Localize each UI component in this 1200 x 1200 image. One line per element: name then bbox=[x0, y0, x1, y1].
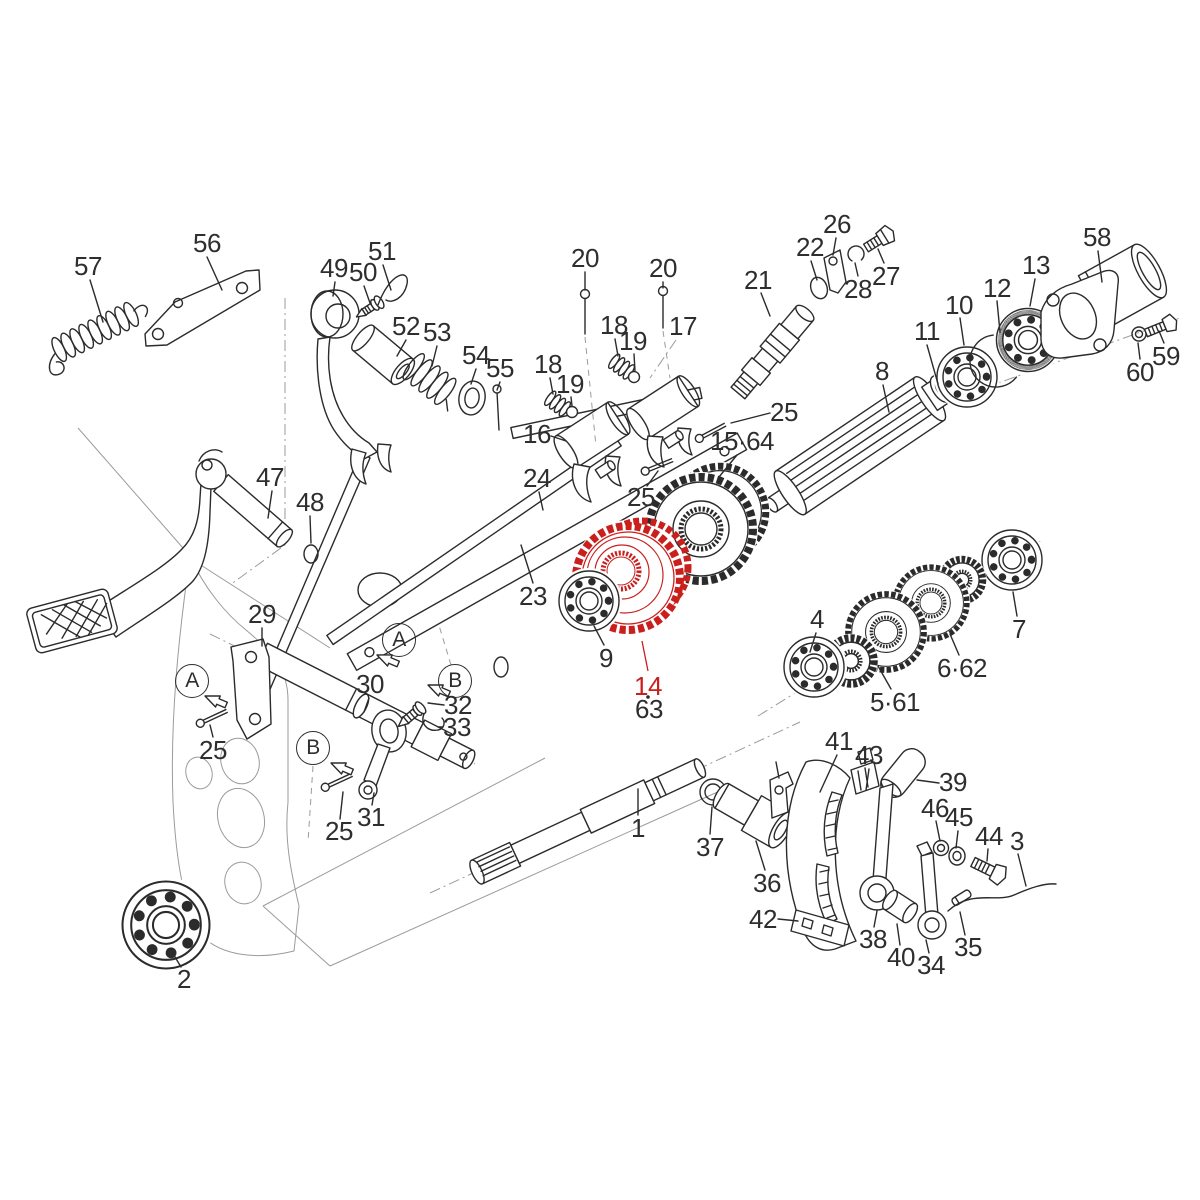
part-label-25-4: 25 bbox=[325, 816, 353, 846]
part-label-38: 38 bbox=[859, 924, 887, 954]
part-label-25-2: 25 bbox=[627, 482, 655, 512]
part-label-16: 16 bbox=[523, 419, 551, 449]
part-label-11: 11 bbox=[914, 316, 941, 346]
ref-letter-A-2: A bbox=[175, 664, 209, 698]
part-label-21: 21 bbox=[744, 265, 772, 295]
part-label-15-64: 15·64 bbox=[710, 426, 775, 456]
part-label-57: 57 bbox=[74, 251, 102, 281]
part-label-4: 4 bbox=[810, 604, 824, 634]
main-shaft-1 bbox=[469, 758, 794, 885]
part-label-18-1: 18 bbox=[534, 349, 562, 379]
part-label-45: 45 bbox=[945, 802, 973, 832]
output-bearing-stack bbox=[929, 243, 1178, 410]
change-pedal bbox=[26, 449, 319, 654]
part-label-58: 58 bbox=[1083, 222, 1111, 252]
part-label-60: 60 bbox=[1126, 357, 1154, 387]
part-label-20-2: 20 bbox=[649, 253, 677, 283]
part-label-28: 28 bbox=[844, 274, 872, 304]
part-label-50: 50 bbox=[349, 257, 377, 287]
part-label-52: 52 bbox=[392, 311, 420, 341]
part-label-14: 14 bbox=[634, 671, 662, 701]
part-label-34: 34 bbox=[917, 950, 945, 980]
part-label-31: 31 bbox=[357, 802, 385, 832]
part-label-9: 9 bbox=[599, 643, 613, 673]
part-label-18-2: 18 bbox=[600, 310, 628, 340]
part-label-47: 47 bbox=[256, 462, 284, 492]
shift-forks bbox=[543, 285, 701, 503]
part-label-27: 27 bbox=[872, 261, 900, 291]
part-label-22: 22 bbox=[796, 232, 824, 262]
part-label-40: 40 bbox=[887, 942, 915, 972]
part-label-37: 37 bbox=[696, 832, 724, 862]
part-label-6-62: 6·62 bbox=[936, 653, 988, 683]
part-label-49: 49 bbox=[320, 253, 348, 283]
part-label-44: 44 bbox=[975, 821, 1003, 851]
part-label-25-3: 25 bbox=[199, 735, 227, 765]
part-label-17: 17 bbox=[669, 311, 697, 341]
part-label-23: 23 bbox=[519, 581, 547, 611]
gearchange-shaft-29 bbox=[230, 638, 476, 800]
part-label-29: 29 bbox=[248, 599, 276, 629]
part-label-20-1: 20 bbox=[571, 243, 599, 273]
ref-letter-B-2: B bbox=[296, 731, 330, 765]
part-label-7: 7 bbox=[1012, 614, 1026, 644]
part-label-10: 10 bbox=[945, 290, 973, 320]
part-label-59: 59 bbox=[1152, 341, 1180, 371]
shift-gate-assembly bbox=[785, 747, 1057, 951]
part-label-26: 26 bbox=[823, 209, 851, 239]
part-label-39: 39 bbox=[939, 767, 967, 797]
spring-57-bracket-56 bbox=[48, 269, 261, 376]
part-label-19-2: 19 bbox=[619, 326, 647, 356]
part-label-12: 12 bbox=[983, 273, 1011, 303]
part-label-36: 36 bbox=[753, 868, 781, 898]
part-label-63: 63 bbox=[635, 694, 663, 724]
selector-shaft-21 bbox=[730, 224, 896, 400]
part-label-41: 41 bbox=[825, 726, 853, 756]
ref-letter-B-1: B bbox=[438, 664, 472, 698]
part-label-19-1: 19 bbox=[556, 369, 584, 399]
part-label-1: 1 bbox=[631, 813, 645, 843]
ref-letter-A-1: A bbox=[382, 623, 416, 657]
part-label-55: 55 bbox=[486, 353, 514, 383]
part-label-33: 33 bbox=[443, 712, 471, 742]
part-label-8: 8 bbox=[875, 356, 889, 386]
part-label-25-1: 25 bbox=[770, 397, 798, 427]
part-label-5-61: 5·61 bbox=[869, 687, 921, 717]
part-label-35: 35 bbox=[954, 932, 982, 962]
part-label-51: 51 bbox=[368, 236, 396, 266]
part-label-53: 53 bbox=[423, 317, 451, 347]
part-label-42: 42 bbox=[749, 904, 777, 934]
part-label-48: 48 bbox=[296, 487, 324, 517]
part-label-46: 46 bbox=[921, 793, 949, 823]
leader-lines bbox=[89, 237, 1165, 968]
part-label-3: 3 bbox=[1010, 826, 1024, 856]
part-label-30: 30 bbox=[356, 669, 384, 699]
part-label-13: 13 bbox=[1022, 250, 1050, 280]
part-label-43: 43 bbox=[855, 740, 883, 770]
part-label-54: 54 bbox=[462, 340, 490, 370]
part-label-56: 56 bbox=[193, 228, 221, 258]
part-label-24: 24 bbox=[523, 463, 551, 493]
part-label-2: 2 bbox=[177, 964, 191, 994]
